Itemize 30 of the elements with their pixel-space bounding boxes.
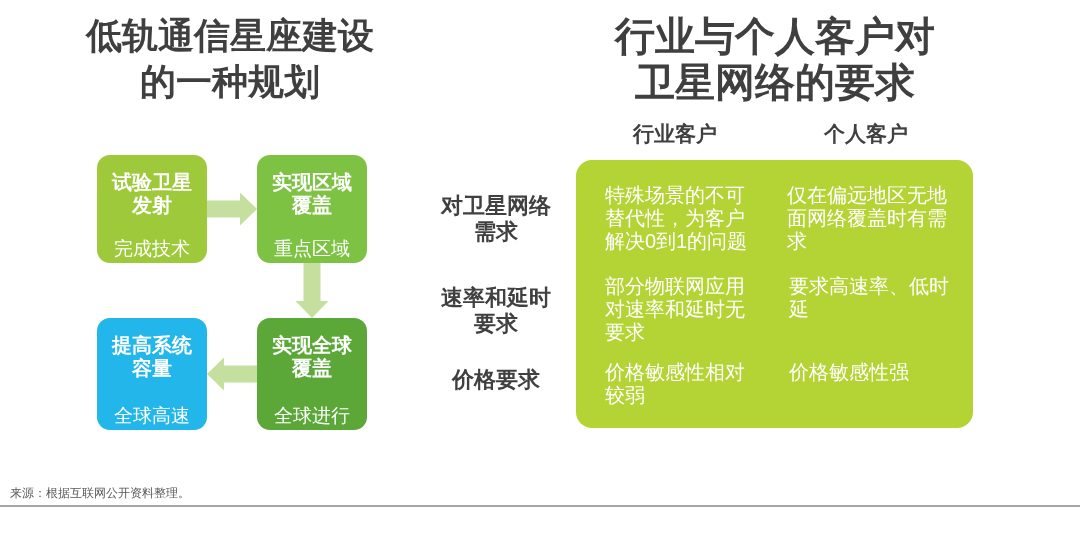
step-note: 全球进行 xyxy=(273,405,351,427)
requirements-panel xyxy=(576,160,973,428)
step-title: 提高系统容量 xyxy=(110,334,193,380)
requirement-text: 部分物联网应用对速率和延时无要求 xyxy=(605,275,746,344)
requirement-text: 价格敏感性强 xyxy=(789,361,910,384)
row-header: 速率和延时要求 xyxy=(440,285,552,337)
panel-heading: 行业与个人客户对卫星网络的要求 xyxy=(613,13,936,105)
process-box xyxy=(257,155,367,263)
process-box xyxy=(97,155,207,263)
process-box xyxy=(257,318,367,430)
column-header: 行业客户 xyxy=(631,121,718,147)
arrow xyxy=(207,357,257,391)
row-header: 价格要求 xyxy=(450,367,541,393)
panel-heading: 低轨通信星座建设的一种规划 xyxy=(84,14,375,104)
step-title: 试验卫星发射 xyxy=(110,171,193,217)
requirement-text: 要求高速率、低时延 xyxy=(789,275,950,321)
step-note: 完成技术 xyxy=(113,238,191,260)
step-title: 实现全球覆盖 xyxy=(271,334,353,380)
requirement-text: 仅在偏远地区无地面网络覆盖时有需求 xyxy=(787,184,948,253)
source-note: 来源：根据互联网公开资料整理。 xyxy=(10,485,191,501)
column-header: 个人客户 xyxy=(822,121,909,147)
arrow xyxy=(207,192,257,226)
requirement-text: 特殊场景的不可替代性，为客户解决0到1的问题 xyxy=(605,184,749,253)
process-box xyxy=(97,318,207,430)
step-note: 重点区域 xyxy=(273,238,351,260)
step-title: 实现区域覆盖 xyxy=(271,171,353,217)
arrow xyxy=(295,263,329,318)
requirement-text: 价格敏感性相对较弱 xyxy=(605,361,746,407)
step-note: 全球高速 xyxy=(113,405,191,427)
row-header: 对卫星网络需求 xyxy=(439,193,552,245)
